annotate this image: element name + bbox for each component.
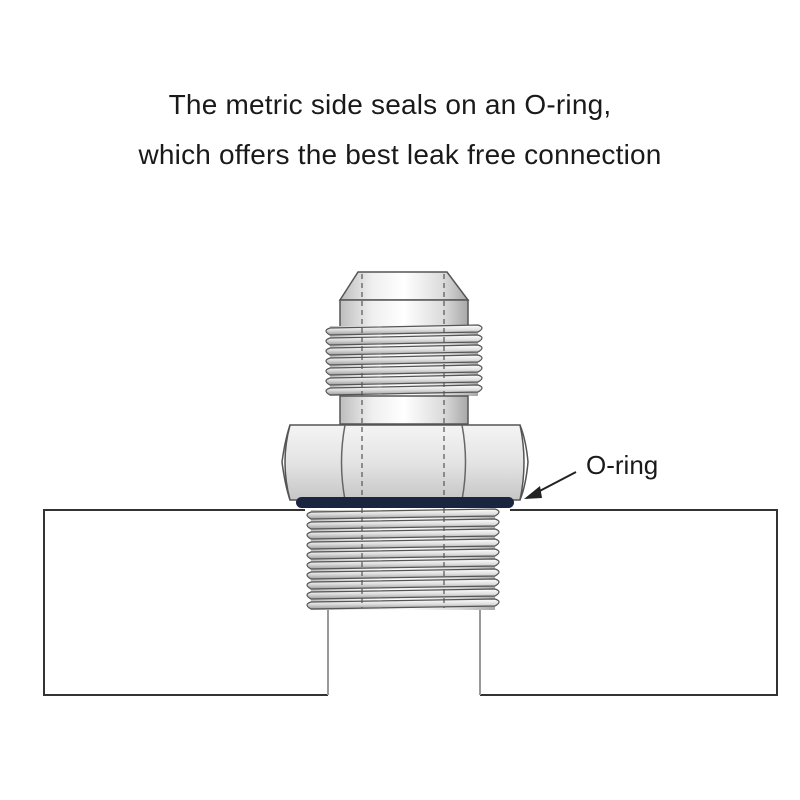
thread-crest (306, 588, 500, 600)
o-ring (296, 497, 514, 508)
thread-crest (325, 344, 483, 356)
o-ring-callout: O-ring (524, 450, 658, 499)
caption-line-1: The metric side seals on an O-ring, (168, 89, 612, 120)
caption-line-2: which offers the best leak free connecti… (138, 139, 662, 170)
metric-thread (306, 508, 500, 610)
thread-crest (306, 568, 500, 580)
thread-crest (306, 518, 500, 530)
thread-crest (306, 548, 500, 560)
thread-crest (306, 508, 500, 520)
o-ring-label: O-ring (586, 450, 658, 480)
upper-shank (339, 395, 469, 425)
thread-crest (325, 334, 483, 346)
thread-crest (325, 354, 483, 366)
bore-hidden-lines (361, 274, 445, 608)
thread-crest (325, 324, 483, 336)
thread-crest (325, 384, 483, 396)
thread-crest (306, 528, 500, 540)
upper-thread (325, 324, 483, 396)
hex-nut (281, 424, 529, 501)
thread-crest (306, 598, 500, 610)
thread-crest (306, 538, 500, 550)
port-block (43, 509, 778, 696)
thread-crest (325, 374, 483, 386)
flare-tip (338, 271, 470, 329)
thread-crest (306, 578, 500, 590)
thread-crest (306, 558, 500, 570)
thread-crest (325, 364, 483, 376)
